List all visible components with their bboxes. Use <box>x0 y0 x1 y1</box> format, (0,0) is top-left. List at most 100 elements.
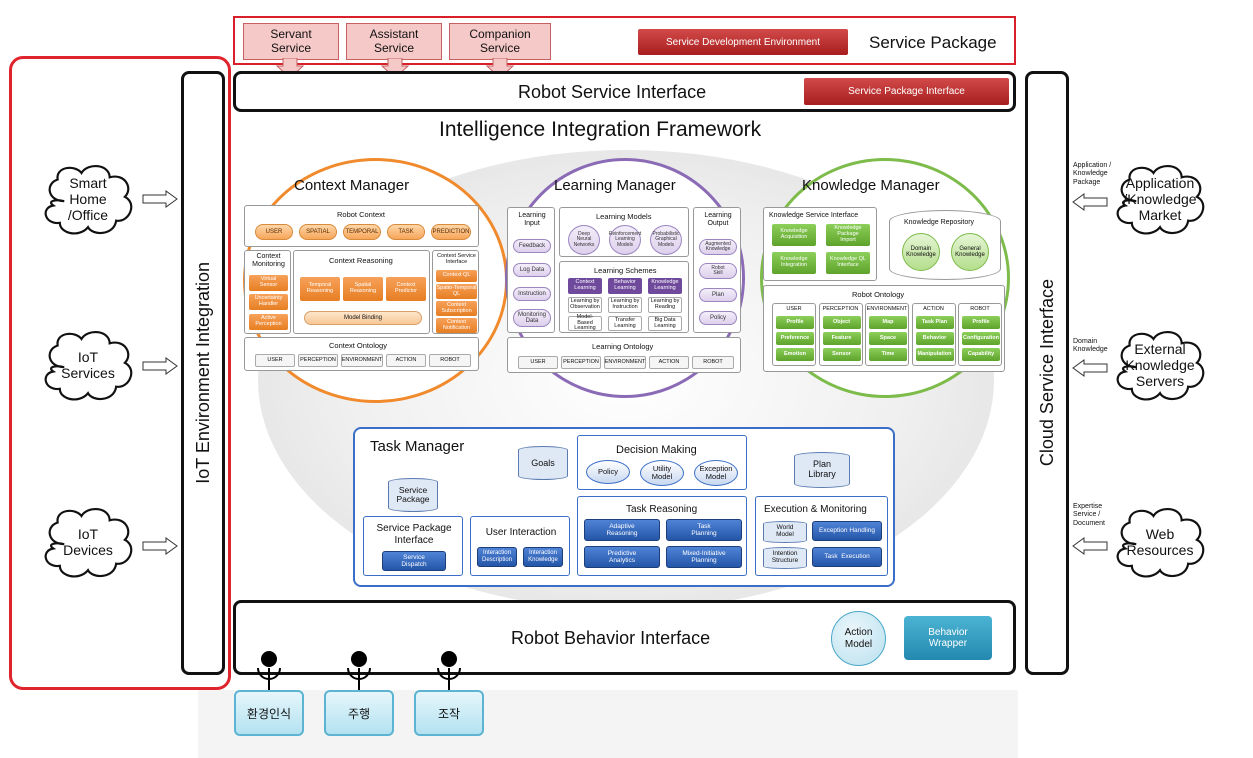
ontology-item[interactable]: Feature <box>822 332 861 345</box>
cloud-application-market[interactable]: Application /Knowledge Market <box>1110 160 1210 238</box>
model-binding[interactable]: Model Binding <box>304 311 422 325</box>
lo-policy[interactable]: Policy <box>699 311 737 325</box>
active-perception[interactable]: Active Perception <box>249 314 288 330</box>
assistant-service-box[interactable]: Assistant Service <box>346 23 442 60</box>
ls-context[interactable]: Context Learning <box>568 278 602 294</box>
co-user[interactable]: USER <box>255 354 295 367</box>
rc-spatial[interactable]: SPATIAL <box>299 224 337 240</box>
interaction-description[interactable]: Interaction Description <box>477 547 517 567</box>
exception-handling[interactable]: Exception Handling <box>812 521 882 541</box>
ontology-item[interactable]: Preference <box>776 332 814 345</box>
rc-prediction[interactable]: PREDICTION <box>431 224 471 240</box>
ontology-item[interactable]: Object <box>822 316 861 329</box>
navigation-button[interactable]: 주행 <box>324 690 394 736</box>
general-knowledge[interactable]: General Knowledge <box>951 233 989 271</box>
k-package-import[interactable]: Knowledge Package Import <box>826 224 870 246</box>
co-robot[interactable]: ROBOT <box>429 354 471 367</box>
task-planning[interactable]: Task Planning <box>666 519 742 541</box>
ontology-item[interactable]: Map <box>869 316 907 329</box>
action-model-button[interactable]: Action Model <box>831 611 886 666</box>
ls-instruction[interactable]: Learning by Instruction <box>608 297 642 313</box>
lo-action[interactable]: ACTION <box>649 356 689 369</box>
ls-observation[interactable]: Learning by Observation <box>568 297 602 313</box>
adaptive-reasoning[interactable]: Adaptive Reasoning <box>584 519 660 541</box>
rc-user[interactable]: USER <box>255 224 293 240</box>
ontology-item[interactable]: Sensor <box>822 348 861 361</box>
uncertainty-handler[interactable]: Uncertainty Handler <box>249 294 288 310</box>
lo-user[interactable]: USER <box>518 356 558 369</box>
domain-knowledge[interactable]: Domain Knowledge <box>902 233 940 271</box>
k-integration[interactable]: Knowledge Integration <box>772 252 816 274</box>
cloud-web-resources[interactable]: Web Resources <box>1110 503 1210 581</box>
virtual-sensor[interactable]: Virtual Sensor <box>249 275 288 291</box>
ontology-item[interactable]: Task Plan <box>915 316 954 329</box>
li-logdata[interactable]: Log Data <box>513 263 551 277</box>
lo-plan[interactable]: Plan <box>699 288 737 302</box>
env-recognition-button[interactable]: 환경인식 <box>234 690 304 736</box>
li-feedback[interactable]: Feedback <box>513 239 551 253</box>
co-action[interactable]: ACTION <box>386 354 426 367</box>
temporal-reasoning[interactable]: Temporal Reasoning <box>300 277 340 301</box>
ontology-item[interactable]: Emotion <box>776 348 814 361</box>
service-package-interface-button[interactable]: Service Package Interface <box>804 78 1009 105</box>
context-notification[interactable]: Context Notification <box>436 318 477 333</box>
spatial-reasoning[interactable]: Spatial Reasoning <box>343 277 383 301</box>
ls-reading[interactable]: Learning by Reading <box>648 297 682 313</box>
rc-task[interactable]: TASK <box>387 224 425 240</box>
k-acquisition[interactable]: Knowledge Acquisition <box>772 224 816 246</box>
li-monitoring[interactable]: Monitoring Data <box>513 309 551 327</box>
lo-skill[interactable]: Robot Skill <box>699 263 737 279</box>
co-perception[interactable]: PERCEPTION <box>298 354 338 367</box>
service-dispatch[interactable]: Service Dispatch <box>382 551 446 571</box>
servant-service-box[interactable]: Servant Service <box>243 23 339 60</box>
context-subscription[interactable]: Context Subscription <box>436 301 477 316</box>
plan-library-db[interactable]: Plan Library <box>794 452 850 488</box>
service-dev-env-button[interactable]: Service Development Environment <box>638 29 848 55</box>
lm-dnn[interactable]: Deep Neural Networks <box>568 225 600 255</box>
ontology-item[interactable]: Time <box>869 348 907 361</box>
lo-environment[interactable]: ENVIRONMENT <box>604 356 646 369</box>
dm-exception[interactable]: Exception Model <box>694 460 738 486</box>
co-environment[interactable]: ENVIRONMENT <box>341 354 383 367</box>
lo-perception[interactable]: PERCEPTION <box>561 356 601 369</box>
ontology-item[interactable]: Capability <box>962 348 1000 361</box>
manipulation-button[interactable]: 조작 <box>414 690 484 736</box>
predictive-analytics[interactable]: Predictive Analytics <box>584 546 660 568</box>
context-predictor[interactable]: Context Predictor <box>386 277 426 301</box>
service-package-db[interactable]: Service Package <box>388 478 438 512</box>
ontology-item[interactable]: Manipulation <box>915 348 954 361</box>
ls-bigdata[interactable]: Big Data Learning <box>648 316 682 331</box>
ls-transfer[interactable]: Transfer Learning <box>608 316 642 331</box>
lo-augmented[interactable]: Augmented Knowledge <box>699 239 737 255</box>
ontology-item[interactable]: Behavior <box>915 332 954 345</box>
ls-model-based[interactable]: Model-Based Learning <box>568 314 602 331</box>
ontology-item[interactable]: Space <box>869 332 907 345</box>
dm-policy[interactable]: Policy <box>586 460 630 484</box>
cloud-iot-services[interactable]: IoT Services <box>38 326 138 404</box>
ontology-item[interactable]: Profile <box>962 316 1000 329</box>
ls-knowledge[interactable]: Knowledge Learning <box>648 278 682 294</box>
cloud-iot-devices[interactable]: IoT Devices <box>38 503 138 581</box>
k-ql-interface[interactable]: Knowledge QL Interface <box>826 252 870 274</box>
behavior-wrapper-button[interactable]: Behavior Wrapper <box>904 616 992 660</box>
spatio-temporal-ql[interactable]: Spatio-Temporal QL <box>436 284 477 299</box>
cloud-smart-home[interactable]: Smart Home /Office <box>38 160 138 238</box>
world-model-db[interactable]: World Model <box>763 521 807 543</box>
intention-structure-db[interactable]: Intention Structure <box>763 547 807 569</box>
cloud-external-knowledge[interactable]: External Knowledge Servers <box>1110 326 1210 404</box>
li-instruction[interactable]: Instruction <box>513 287 551 301</box>
context-ql[interactable]: Context QL <box>436 270 477 282</box>
lm-pgm[interactable]: Probabilistic Graphical Models <box>650 225 682 255</box>
ls-behavior[interactable]: Behavior Learning <box>608 278 642 294</box>
mixed-initiative-planning[interactable]: Mixed-Initiative Planning <box>666 546 742 568</box>
rc-temporal[interactable]: TEMPORAL <box>343 224 381 240</box>
goals-db[interactable]: Goals <box>518 446 568 480</box>
lo-robot[interactable]: ROBOT <box>692 356 734 369</box>
task-execution[interactable]: Task Execution <box>812 547 882 567</box>
dm-utility[interactable]: Utility Model <box>640 460 684 486</box>
ontology-item[interactable]: Profile <box>776 316 814 329</box>
companion-service-box[interactable]: Companion Service <box>449 23 551 60</box>
interaction-knowledge[interactable]: Interaction Knowledge <box>523 547 563 567</box>
ontology-item[interactable]: Configuration <box>962 332 1000 345</box>
lm-rl[interactable]: Reinforcement Learning Models <box>609 225 641 255</box>
